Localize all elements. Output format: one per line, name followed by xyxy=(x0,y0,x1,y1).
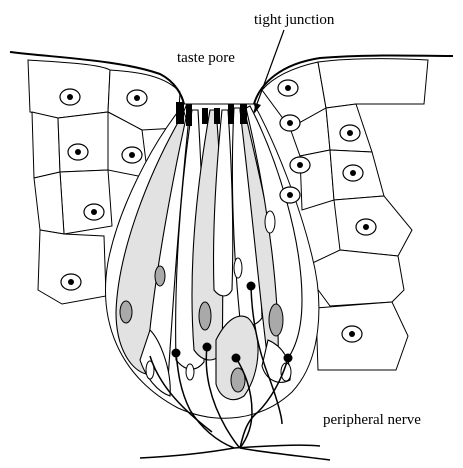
taste-pore-label: taste pore xyxy=(177,50,235,66)
tight-junction-label: tight junction xyxy=(254,12,335,28)
peripheral-nerve-label: peripheral nerve xyxy=(323,412,421,428)
